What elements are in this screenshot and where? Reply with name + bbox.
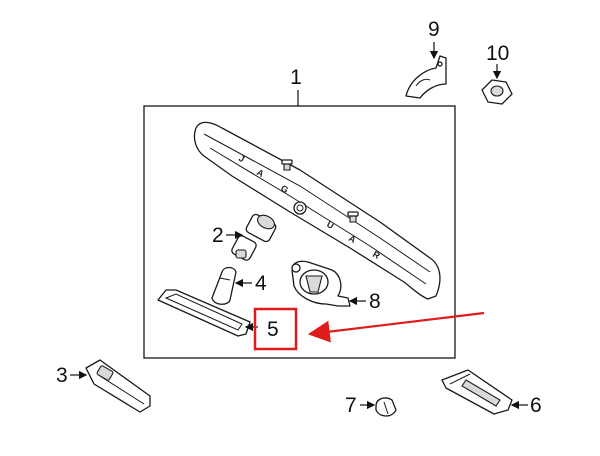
callout-1: 1 xyxy=(290,66,302,89)
bulb-part xyxy=(211,266,237,305)
switch-part xyxy=(231,213,277,261)
emblem-letter-u: U xyxy=(325,219,336,231)
callout-7: 7 xyxy=(345,394,357,417)
clip-part xyxy=(375,397,397,417)
nut-part xyxy=(481,79,513,105)
callout-2: 2 xyxy=(212,224,224,247)
callout-8: 8 xyxy=(369,290,381,313)
license-lamp-part xyxy=(85,359,151,413)
bracket-part xyxy=(405,55,447,99)
emblem-letter-g: G xyxy=(279,183,290,195)
callout-9: 9 xyxy=(428,18,440,41)
callout-10: 10 xyxy=(486,42,509,65)
lens-part xyxy=(157,289,251,337)
callout-4: 4 xyxy=(255,272,267,295)
callout-5-highlight-box xyxy=(253,307,298,351)
assembly-frame xyxy=(143,105,456,359)
trim-bar-part xyxy=(193,121,441,300)
emblem-letter-a: A xyxy=(255,167,266,179)
emblem-letter-r: R xyxy=(371,249,382,261)
highlight-arrow xyxy=(307,311,485,343)
emblem-letter-a2: A xyxy=(347,233,358,245)
callout-6: 6 xyxy=(530,394,542,417)
lamp-housing-part xyxy=(291,260,351,307)
lamp-lens-part xyxy=(441,369,513,415)
emblem-letter-j: J xyxy=(237,153,246,164)
callout-3: 3 xyxy=(56,364,68,387)
callout-5: 5 xyxy=(267,318,279,341)
